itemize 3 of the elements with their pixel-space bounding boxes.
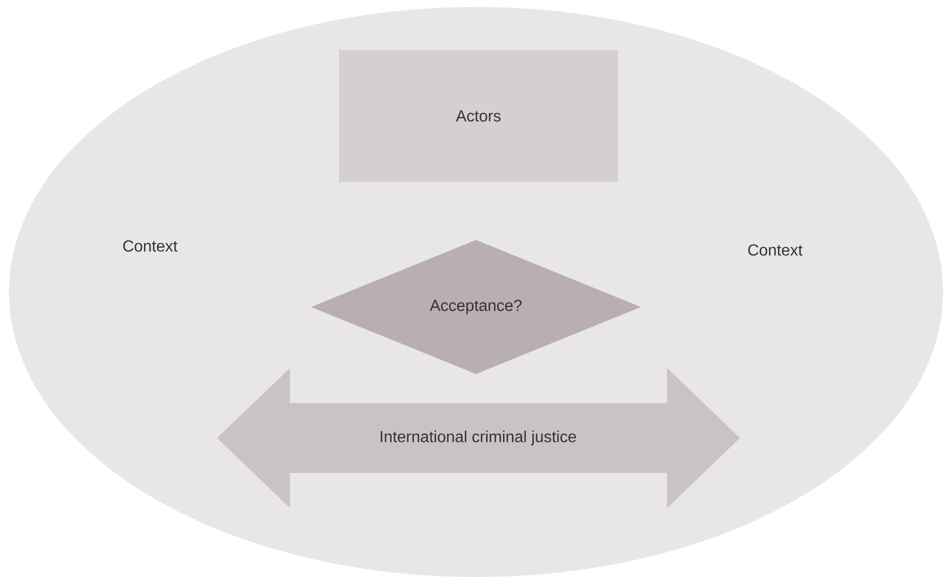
context-label: Context bbox=[123, 240, 178, 252]
context-label: Context bbox=[748, 244, 802, 256]
actors-box: Actors bbox=[339, 50, 618, 182]
